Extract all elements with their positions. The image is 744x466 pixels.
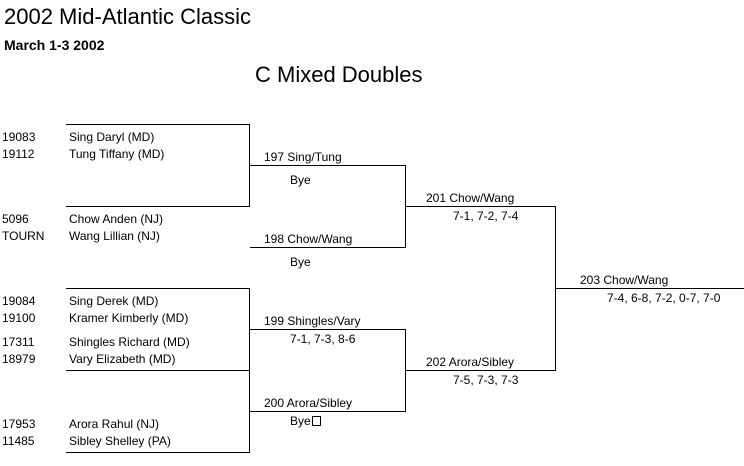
bracket-line xyxy=(249,370,250,453)
bracket-line xyxy=(249,288,250,371)
entry-name: Sing Derek (MD) xyxy=(69,294,159,308)
entry-id: 17953 xyxy=(2,417,36,431)
entry-id: 5096 xyxy=(2,212,29,226)
match-score: Bye xyxy=(290,173,311,187)
match-score: Bye xyxy=(290,414,311,428)
bracket-line xyxy=(406,370,556,371)
entry-name: Tung Tiffany (MD) xyxy=(69,147,165,161)
match-result: 199 Shingles/Vary xyxy=(264,314,361,328)
bracket-line xyxy=(250,329,406,330)
bracket-line xyxy=(556,288,744,289)
match-score: Bye xyxy=(290,255,311,269)
bracket-line xyxy=(249,124,250,207)
match-score: 7-1, 7-3, 8-6 xyxy=(290,332,356,346)
bracket-line xyxy=(250,165,406,166)
final-result: 203 Chow/Wang xyxy=(580,273,669,287)
match-result: 202 Arora/Sibley xyxy=(426,355,515,369)
entry-name: Shingles Richard (MD) xyxy=(69,335,190,349)
bracket-line xyxy=(406,206,556,207)
entry-name: Chow Anden (NJ) xyxy=(69,212,164,226)
entry-name: Kramer Kimberly (MD) xyxy=(69,311,189,325)
bracket-line xyxy=(555,206,556,371)
entry-name: Wang Lillian (NJ) xyxy=(69,229,160,243)
bracket-line xyxy=(66,288,250,289)
bracket-line xyxy=(66,206,250,207)
bracket-line xyxy=(66,370,250,371)
event-title: C Mixed Doubles xyxy=(255,62,423,87)
entry-id: 17311 xyxy=(2,335,35,349)
entry-id: 19083 xyxy=(2,130,36,144)
bracket-line xyxy=(66,124,250,125)
bracket-line xyxy=(405,165,406,248)
page-title: 2002 Mid-Atlantic Classic xyxy=(4,4,251,29)
match-score-cell: Bye xyxy=(290,415,321,427)
entry-id: 19112 xyxy=(2,147,35,161)
checkbox-glyph xyxy=(311,416,321,426)
match-result: 197 Sing/Tung xyxy=(264,150,342,164)
entry-id: 11485 xyxy=(2,434,35,448)
match-score: 7-1, 7-2, 7-4 xyxy=(453,209,519,223)
entry-name: Sibley Shelley (PA) xyxy=(69,434,171,448)
bracket-line xyxy=(405,329,406,412)
bracket-line xyxy=(250,247,406,248)
entry-id: 18979 xyxy=(2,352,36,366)
entry-id: TOURN xyxy=(2,229,45,243)
final-score: 7-4, 6-8, 7-2, 0-7, 7-0 xyxy=(607,291,721,305)
entry-name: Arora Rahul (NJ) xyxy=(69,417,160,431)
match-result: 201 Chow/Wang xyxy=(426,191,515,205)
entry-id: 19084 xyxy=(2,294,36,308)
match-result: 198 Chow/Wang xyxy=(264,232,353,246)
entry-id: 19100 xyxy=(2,311,36,325)
entry-name: Vary Elizabeth (MD) xyxy=(69,352,176,366)
bracket-line xyxy=(66,452,250,453)
entry-name: Sing Daryl (MD) xyxy=(69,130,155,144)
tournament-dates: March 1-3 2002 xyxy=(4,37,105,53)
match-result: 200 Arora/Sibley xyxy=(264,396,353,410)
match-score: 7-5, 7-3, 7-3 xyxy=(453,373,519,387)
bracket-line xyxy=(250,411,406,412)
